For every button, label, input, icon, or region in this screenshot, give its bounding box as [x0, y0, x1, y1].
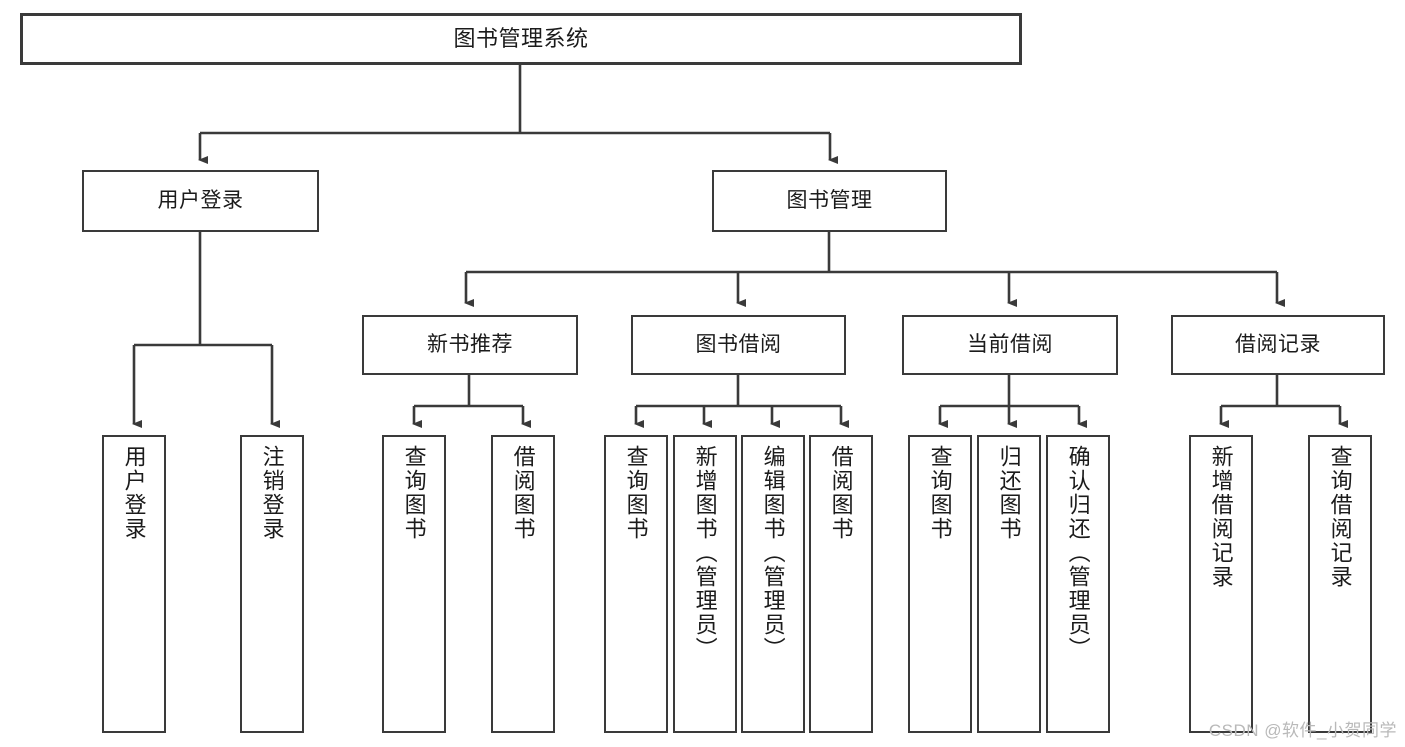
leaf-borrow-book-recommend-label: 借阅图书	[510, 445, 536, 541]
node-user-login[interactable]: 用户登录	[82, 170, 319, 232]
node-borrow-record-label: 借阅记录	[1235, 332, 1321, 356]
node-root-label: 图书管理系统	[453, 26, 589, 52]
leaf-confirm-return-admin-label: 确认归还（管理员）	[1065, 445, 1091, 661]
node-root[interactable]: 图书管理系统	[20, 13, 1022, 65]
leaf-return-book-label: 归还图书	[996, 445, 1022, 541]
leaf-borrow-book-label: 借阅图书	[828, 445, 854, 541]
leaf-query-book-current-label: 查询图书	[927, 445, 953, 541]
leaf-user-login-label: 用户登录	[121, 445, 147, 541]
leaf-return-book[interactable]: 归还图书	[977, 435, 1041, 733]
leaf-query-book-recommend[interactable]: 查询图书	[382, 435, 446, 733]
node-current-borrow[interactable]: 当前借阅	[902, 315, 1118, 375]
node-book-management[interactable]: 图书管理	[712, 170, 947, 232]
leaf-borrow-book[interactable]: 借阅图书	[809, 435, 873, 733]
leaf-edit-book-admin-label: 编辑图书（管理员）	[760, 445, 786, 661]
leaf-add-borrow-record[interactable]: 新增借阅记录	[1189, 435, 1253, 733]
node-book-borrow[interactable]: 图书借阅	[631, 315, 846, 375]
leaf-user-login[interactable]: 用户登录	[102, 435, 166, 733]
leaf-query-borrow-record[interactable]: 查询借阅记录	[1308, 435, 1372, 733]
leaf-query-borrow-record-label: 查询借阅记录	[1327, 445, 1353, 589]
leaf-borrow-book-recommend[interactable]: 借阅图书	[491, 435, 555, 733]
node-book-management-label: 图书管理	[786, 188, 873, 212]
leaf-add-borrow-record-label: 新增借阅记录	[1208, 445, 1234, 589]
node-new-book-recommend[interactable]: 新书推荐	[362, 315, 578, 375]
leaf-query-book-current[interactable]: 查询图书	[908, 435, 972, 733]
leaf-confirm-return-admin[interactable]: 确认归还（管理员）	[1046, 435, 1110, 733]
leaf-query-book-borrow[interactable]: 查询图书	[604, 435, 668, 733]
leaf-logout-label: 注销登录	[259, 445, 285, 541]
node-current-borrow-label: 当前借阅	[967, 332, 1053, 356]
leaf-edit-book-admin[interactable]: 编辑图书（管理员）	[741, 435, 805, 733]
node-book-borrow-label: 图书借阅	[695, 332, 782, 356]
node-user-login-label: 用户登录	[157, 188, 244, 212]
watermark: CSDN @软件_小贺同学	[1208, 721, 1397, 740]
leaf-query-book-recommend-label: 查询图书	[401, 445, 427, 541]
leaf-add-book-admin-label: 新增图书（管理员）	[692, 445, 718, 661]
node-new-book-recommend-label: 新书推荐	[427, 332, 513, 356]
leaf-query-book-borrow-label: 查询图书	[623, 445, 649, 541]
node-borrow-record[interactable]: 借阅记录	[1171, 315, 1385, 375]
leaf-add-book-admin[interactable]: 新增图书（管理员）	[673, 435, 737, 733]
leaf-logout[interactable]: 注销登录	[240, 435, 304, 733]
